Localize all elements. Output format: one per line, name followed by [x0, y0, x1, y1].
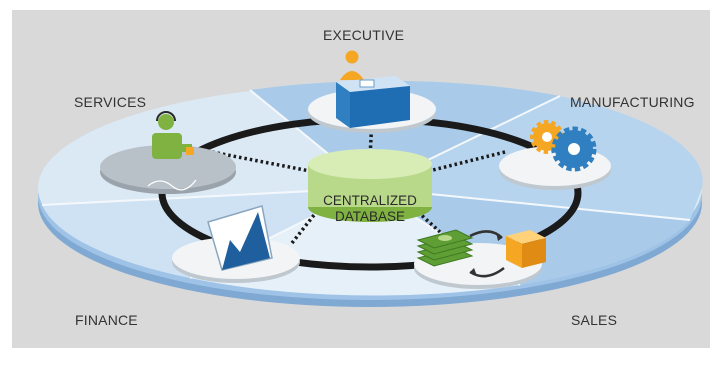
node-label-sales: SALES — [571, 312, 618, 328]
disk-wedge-services — [42, 188, 370, 278]
node-label-manufacturing: MANUFACTURING — [570, 94, 695, 110]
node-label-services: SERVICES — [74, 94, 147, 110]
platform-services — [100, 145, 236, 194]
node-label-finance: FINANCE — [75, 312, 138, 328]
person-at-desk-icon — [336, 50, 410, 128]
gears-icon — [530, 120, 597, 172]
headset-agent-icon — [147, 111, 197, 191]
database-cylinder-icon — [308, 149, 432, 222]
center-label-line1: CENTRALIZED — [323, 193, 417, 208]
node-label-executive: EXECUTIVE — [323, 27, 405, 43]
rising-chart-icon — [207, 205, 273, 271]
center-label: CENTRALIZED DATABASE — [314, 193, 426, 225]
center-label-line2: DATABASE — [334, 209, 406, 224]
cash-and-box-exchange-icon — [416, 229, 546, 278]
